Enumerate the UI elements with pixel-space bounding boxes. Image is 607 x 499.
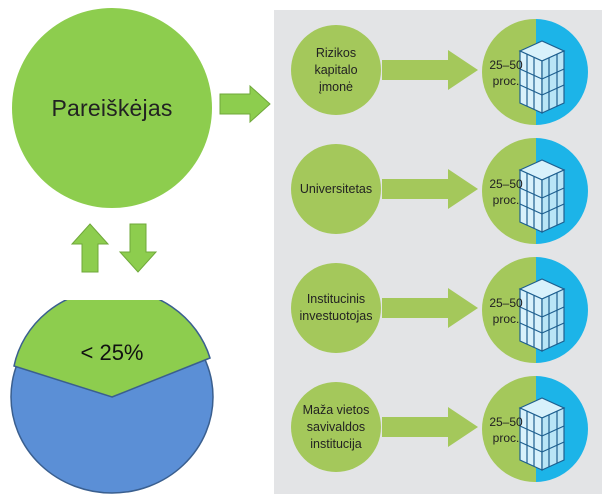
building-icon	[518, 397, 566, 471]
entity-circle: Maža vietos savivaldos institucija	[291, 382, 381, 472]
arrow-right-icon	[382, 169, 478, 209]
investor-panel: Rizikos kapitalo įmonė	[274, 10, 602, 494]
share-label: < 25%	[80, 340, 144, 365]
arrow-right-icon	[382, 288, 478, 328]
entity-circle: Rizikos kapitalo įmonė	[291, 25, 381, 115]
building-share-circle	[482, 138, 588, 244]
share-range-line: 25–50	[489, 58, 523, 72]
share-range-line: proc.	[492, 74, 520, 88]
share-range-line: proc.	[492, 312, 520, 326]
building-share-circle	[482, 257, 588, 363]
entity-label-line: Universitetas	[299, 181, 373, 196]
building-icon	[518, 40, 566, 114]
applicant-label: Pareiškėjas	[51, 94, 173, 121]
arrow-up-icon	[70, 223, 110, 273]
building-share-circle	[482, 19, 588, 125]
arrow-right-icon	[382, 50, 478, 90]
building-icon	[518, 278, 566, 352]
entity-row: Universitetas	[274, 134, 602, 244]
share-range-label: 25–50 proc.	[482, 414, 530, 446]
entity-label-line: Institucinis	[306, 292, 366, 306]
entity-label-line: savivaldos	[306, 419, 366, 434]
entity-label-line: institucija	[310, 436, 362, 451]
share-range-line: 25–50	[489, 177, 523, 191]
entity-label-line: Rizikos kapitalo	[314, 45, 358, 77]
arrow-down-icon	[118, 223, 158, 273]
share-range-label: 25–50 proc.	[482, 295, 530, 327]
share-range-label: 25–50 proc.	[482, 176, 530, 208]
arrow-right-icon	[382, 407, 478, 447]
share-range-line: proc.	[492, 431, 520, 445]
entity-row: Rizikos kapitalo įmonė	[274, 15, 602, 125]
applicant-circle: Pareiškėjas	[12, 8, 212, 208]
entity-label-line: įmonė	[318, 79, 354, 94]
ownership-pie	[10, 300, 214, 494]
pie-slice-minority	[13, 300, 211, 398]
entity-circle: Institucinis investuotojas	[291, 263, 381, 353]
entity-row: Institucinis investuotojas	[274, 253, 602, 363]
share-range-line: 25–50	[489, 415, 523, 429]
building-icon	[518, 159, 566, 233]
share-range-label: 25–50 proc.	[482, 57, 530, 89]
entity-row: Maža vietos savivaldos institucija	[274, 372, 602, 482]
share-range-line: proc.	[492, 193, 520, 207]
entity-circle: Universitetas	[291, 144, 381, 234]
share-range-line: 25–50	[489, 296, 523, 310]
entity-label-line: Maža vietos	[302, 402, 370, 417]
building-share-circle	[482, 376, 588, 482]
arrow-right-icon	[219, 84, 271, 124]
entity-label-line: investuotojas	[299, 309, 373, 323]
